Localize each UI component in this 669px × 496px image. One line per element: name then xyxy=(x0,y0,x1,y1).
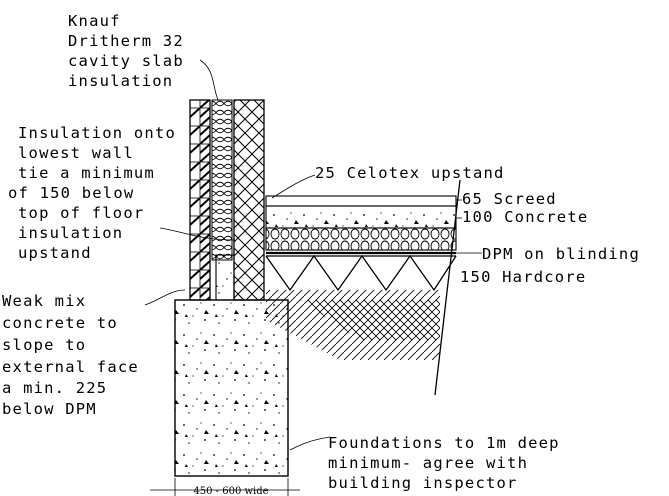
concrete-label: 100 Concrete xyxy=(462,208,588,226)
weak-mix-line-2: concrete to xyxy=(2,314,118,332)
weak-mix-line-1: Weak mix xyxy=(2,292,86,310)
outer-brick-leaf xyxy=(189,99,211,301)
foundation-leader xyxy=(289,436,331,451)
weak-mix-line-5: a min. 225 xyxy=(2,379,107,397)
hardcore-zigzag xyxy=(265,254,457,292)
foundation-line-3: building inspector xyxy=(328,474,518,492)
inner-block-leaf xyxy=(233,99,265,301)
wall-tie-line-1: Insulation onto xyxy=(18,124,176,142)
celotex-upstand-layer xyxy=(265,195,457,207)
knauf-line-3: cavity slab xyxy=(68,52,184,70)
celotex-leader xyxy=(271,174,316,199)
wall-tie-line-7: upstand xyxy=(18,244,92,262)
screed-label: 65 Screed xyxy=(462,190,557,208)
wall-tie-line-3: tie a minimum xyxy=(18,164,155,182)
wall-tie-line-5: top of floor xyxy=(18,204,144,222)
hardcore-label: 150 Hardcore xyxy=(460,268,586,286)
floor-insulation-layer xyxy=(265,227,457,251)
weak-mix-line-6: below DPM xyxy=(2,400,97,418)
weak-mix-line-4: external face xyxy=(2,358,139,376)
strip-foundation xyxy=(174,299,289,477)
foundation-line-1: Foundations to 1m deep xyxy=(328,434,560,452)
width-dimension-text: 450 - 600 wide xyxy=(193,486,268,496)
cavity-insulation xyxy=(211,99,233,261)
break-line xyxy=(434,179,461,396)
weak-mix-leader xyxy=(144,289,186,306)
knauf-line-4: insulation xyxy=(68,72,173,90)
dpm-label: DPM on blinding xyxy=(482,245,640,263)
cavity-fill-concrete xyxy=(215,254,235,301)
knauf-leader xyxy=(199,59,219,101)
wall-tie-line-2: lowest wall xyxy=(18,144,134,162)
celotex-label: 25 Celotex upstand xyxy=(315,164,505,182)
wall-tie-line-4: of 150 below xyxy=(8,184,134,202)
knauf-line-2: Dritherm 32 xyxy=(68,32,184,50)
wall-tie-leader xyxy=(159,227,236,241)
wall-tie-line-6: insulation xyxy=(18,224,123,242)
foundation-line-2: minimum- agree with xyxy=(328,454,528,472)
knauf-line-1: Knauf xyxy=(68,12,121,30)
weak-mix-line-3: slope to xyxy=(2,336,86,354)
screed-concrete-layer xyxy=(265,205,457,229)
